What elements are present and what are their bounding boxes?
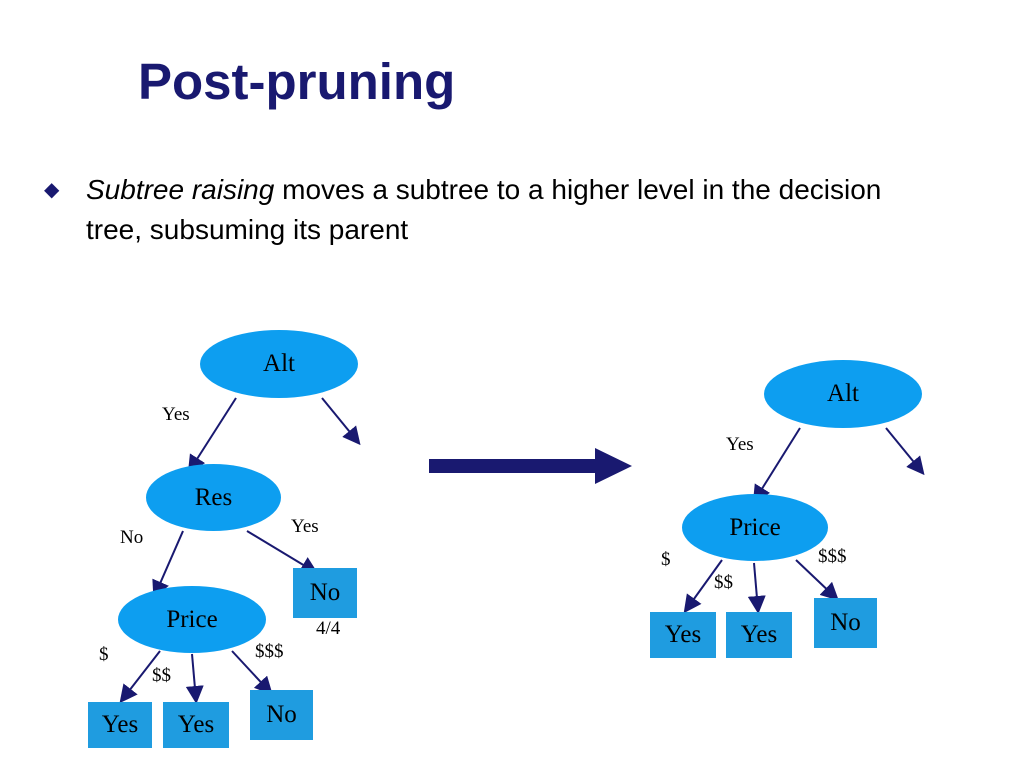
right-edge-label-price-1: $ xyxy=(661,549,671,570)
right-edge-label-price-2: $$ xyxy=(714,572,733,593)
left-edge-label-price-1: $ xyxy=(99,644,109,665)
left-tree-node-price[interactable]: Price xyxy=(118,586,266,653)
diamond-bullet-icon: ◆ xyxy=(44,179,60,201)
bullet-emphasis: Subtree raising xyxy=(86,174,275,205)
right-edge-label-alt-yes: Yes xyxy=(726,434,754,455)
left-edge-label-price-3: $$$ xyxy=(255,641,284,662)
left-tree-leaf-no-res[interactable]: No xyxy=(293,568,357,618)
bullet-text: Subtree raising moves a subtree to a hig… xyxy=(86,170,906,250)
left-tree-node-alt[interactable]: Alt xyxy=(200,330,358,398)
left-edge-label-res-yes: Yes xyxy=(291,516,319,537)
right-tree-leaf-no[interactable]: No xyxy=(814,598,877,648)
left-leaf-count-4-4: 4/4 xyxy=(316,618,341,639)
left-tree-leaf-yes-1[interactable]: Yes xyxy=(88,702,152,748)
bullet-rest: moves a subtree to a higher level in the… xyxy=(86,174,882,245)
left-edge-label-res-no: No xyxy=(120,527,144,548)
left-tree-leaf-no-price[interactable]: No xyxy=(250,690,313,740)
left-edge-label-price-2: $$ xyxy=(152,665,171,686)
right-tree-node-alt[interactable]: Alt xyxy=(764,360,922,428)
diagram: Alt Res Price No Yes Yes No Yes No Yes $… xyxy=(0,300,1024,768)
page-title: Post-pruning xyxy=(138,53,456,110)
left-edge-label-alt-yes: Yes xyxy=(162,404,190,425)
left-tree-node-res[interactable]: Res xyxy=(146,464,281,531)
right-tree-node-price[interactable]: Price xyxy=(682,494,828,561)
right-tree-leaf-yes-1[interactable]: Yes xyxy=(650,612,716,658)
right-tree-leaf-yes-2[interactable]: Yes xyxy=(726,612,792,658)
transition-arrow xyxy=(429,448,632,484)
left-tree-leaf-yes-2[interactable]: Yes xyxy=(163,702,229,748)
right-edge-label-price-3: $$$ xyxy=(818,546,847,567)
bullet-item: ◆ Subtree raising moves a subtree to a h… xyxy=(44,170,944,250)
